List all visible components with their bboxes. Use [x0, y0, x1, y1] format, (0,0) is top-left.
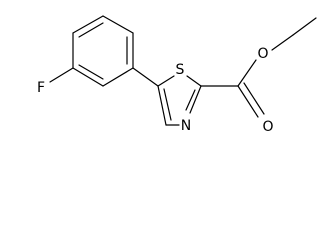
c2-n-bond [189, 85, 202, 114]
s-c2-bond [186, 75, 202, 87]
ester-oxygen-label: O [257, 46, 268, 62]
ring-bond [102, 15, 134, 34]
ethyl-bond [292, 17, 317, 36]
c4-c5-bond [157, 85, 167, 126]
o-ethyl-bond [271, 34, 294, 51]
carbonyl-double-bond [237, 85, 259, 118]
c2-n-double-bond [185, 89, 196, 111]
carbonyl-ester-o-bond [237, 59, 257, 87]
fluorine-label: F [37, 80, 45, 96]
carbonyl-double-bond [243, 82, 265, 115]
carbonyl-oxygen-label: O [262, 119, 273, 135]
c-f-bond [49, 67, 74, 83]
ring-bond [72, 15, 104, 34]
c5-s-bond [157, 75, 175, 87]
sulfur-label: S [176, 62, 185, 78]
bonds [49, 15, 317, 126]
aryl-thiazole-bond [132, 67, 159, 87]
c4-c5-double-bond [163, 88, 172, 121]
structure-diagram: F S N O O [37, 15, 317, 135]
ring-double-bond [78, 22, 104, 38]
nitrogen-label: N [181, 118, 191, 134]
ring-bond [72, 67, 104, 87]
ring-double-bond [78, 64, 104, 80]
atom-labels: F S N O O [37, 46, 274, 135]
ring-bond [102, 67, 134, 87]
